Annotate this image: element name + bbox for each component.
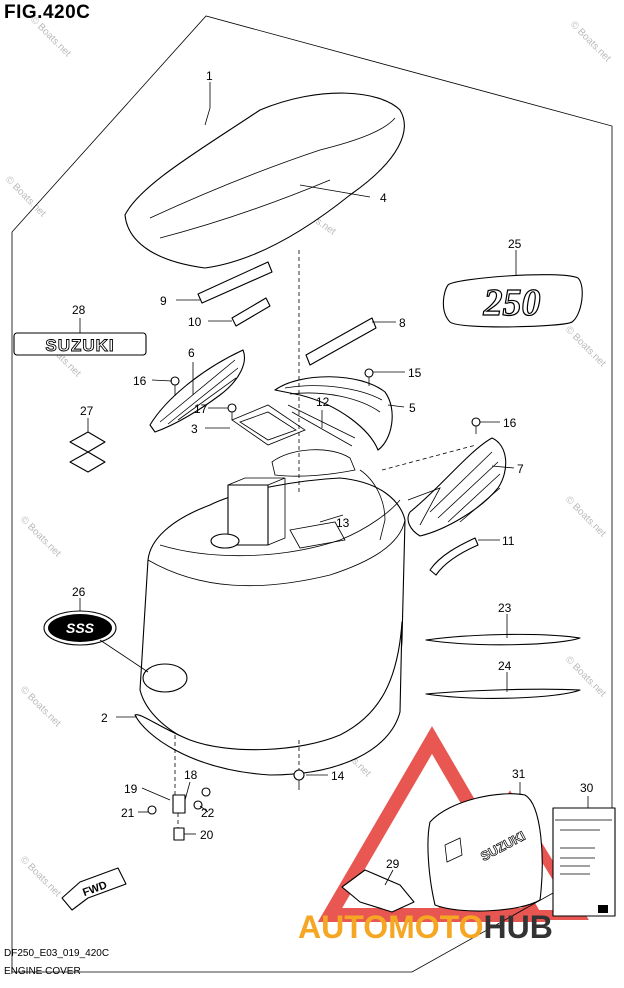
callout-1: 1 xyxy=(206,69,213,83)
svg-text:SUZUKI: SUZUKI xyxy=(45,336,114,355)
leader-lines xyxy=(79,82,589,886)
part-pad-29 xyxy=(341,869,415,913)
emblem-sss: SSS xyxy=(43,610,117,646)
callout-26: 26 xyxy=(72,585,86,599)
callout-17: 17 xyxy=(194,402,208,416)
callout-22: 22 xyxy=(201,806,215,820)
emblem-suzuki: SUZUKI xyxy=(13,332,147,356)
part-top-cap xyxy=(124,92,405,269)
side-strip-23 xyxy=(425,633,581,646)
svg-text:© Boats.net: © Boats.net xyxy=(18,514,63,559)
figure-name: ENGINE COVER xyxy=(4,966,81,977)
callout-3: 3 xyxy=(191,422,198,436)
callout-19: 19 xyxy=(124,782,138,796)
callout-12: 12 xyxy=(316,395,330,409)
svg-text:© Boats.net: © Boats.net xyxy=(3,174,48,219)
callout-2: 2 xyxy=(101,711,108,725)
assembly-lines xyxy=(174,250,477,828)
callout-6: 6 xyxy=(188,346,195,360)
callout-31: 31 xyxy=(512,767,526,781)
callout-13: 13 xyxy=(336,516,350,530)
part-main-cover xyxy=(139,449,406,757)
callout-14: 14 xyxy=(331,769,345,783)
emblem-250: 250 xyxy=(442,274,583,328)
callout-21: 21 xyxy=(121,806,135,820)
svg-text:© Boats.net: © Boats.net xyxy=(568,19,613,64)
fwd-arrow: FWD xyxy=(61,867,127,911)
air-intake-grilles xyxy=(149,349,393,451)
callout-27: 27 xyxy=(80,404,94,418)
brand-suffix: HUB xyxy=(483,909,552,945)
svg-text:250: 250 xyxy=(483,282,541,324)
callout-10: 10 xyxy=(188,315,202,329)
gasket-frame xyxy=(231,404,306,446)
svg-text:© Boats.net: © Boats.net xyxy=(563,494,608,539)
brand-mid: MOTO xyxy=(388,909,483,945)
svg-text:© Boats.net: © Boats.net xyxy=(18,854,63,899)
figure-code: DF250_E03_019_420C xyxy=(4,948,110,959)
lower-seal xyxy=(134,621,403,776)
seal-strips xyxy=(197,261,377,447)
emblem-s-logo xyxy=(69,431,106,473)
callout-9: 9 xyxy=(160,294,167,308)
callout-25: 25 xyxy=(508,237,522,251)
callout-18: 18 xyxy=(184,768,198,782)
screws-and-clips xyxy=(147,368,481,841)
figure-title: FIG.420C xyxy=(4,2,91,23)
callout-7: 7 xyxy=(517,462,524,476)
side-air-grille xyxy=(407,437,507,537)
svg-text:© Boats.net: © Boats.net xyxy=(18,684,63,729)
brand-watermark: AUTOMOTOHUB xyxy=(298,909,553,945)
svg-text:© Boats.net: © Boats.net xyxy=(563,324,608,369)
callout-8: 8 xyxy=(399,316,406,330)
part-cover-bag-31: SUZUKI xyxy=(427,793,543,912)
callout-16b: 16 xyxy=(503,416,517,430)
callout-16a: 16 xyxy=(133,374,147,388)
callout-numbers: 1 2 3 4 5 6 7 8 9 10 11 12 13 14 15 16 1… xyxy=(72,69,594,871)
callout-28: 28 xyxy=(72,303,86,317)
svg-text:SSS: SSS xyxy=(66,620,95,636)
callout-23: 23 xyxy=(498,601,512,615)
callout-11: 11 xyxy=(502,534,515,548)
callout-5: 5 xyxy=(409,401,416,415)
svg-text:© Boats.net: © Boats.net xyxy=(28,14,73,59)
side-strip-24 xyxy=(425,688,581,699)
svg-text:AUTOMOTOHUB: AUTOMOTOHUB xyxy=(298,909,553,945)
callout-15: 15 xyxy=(408,366,422,380)
side-strip-11 xyxy=(429,537,479,576)
callout-30: 30 xyxy=(580,781,594,795)
brand-prefix: AUTO xyxy=(298,909,388,945)
callout-4: 4 xyxy=(380,191,387,205)
callout-24: 24 xyxy=(498,659,512,673)
part-manual-30 xyxy=(552,807,616,917)
callout-29: 29 xyxy=(386,857,400,871)
callout-20: 20 xyxy=(200,828,214,842)
